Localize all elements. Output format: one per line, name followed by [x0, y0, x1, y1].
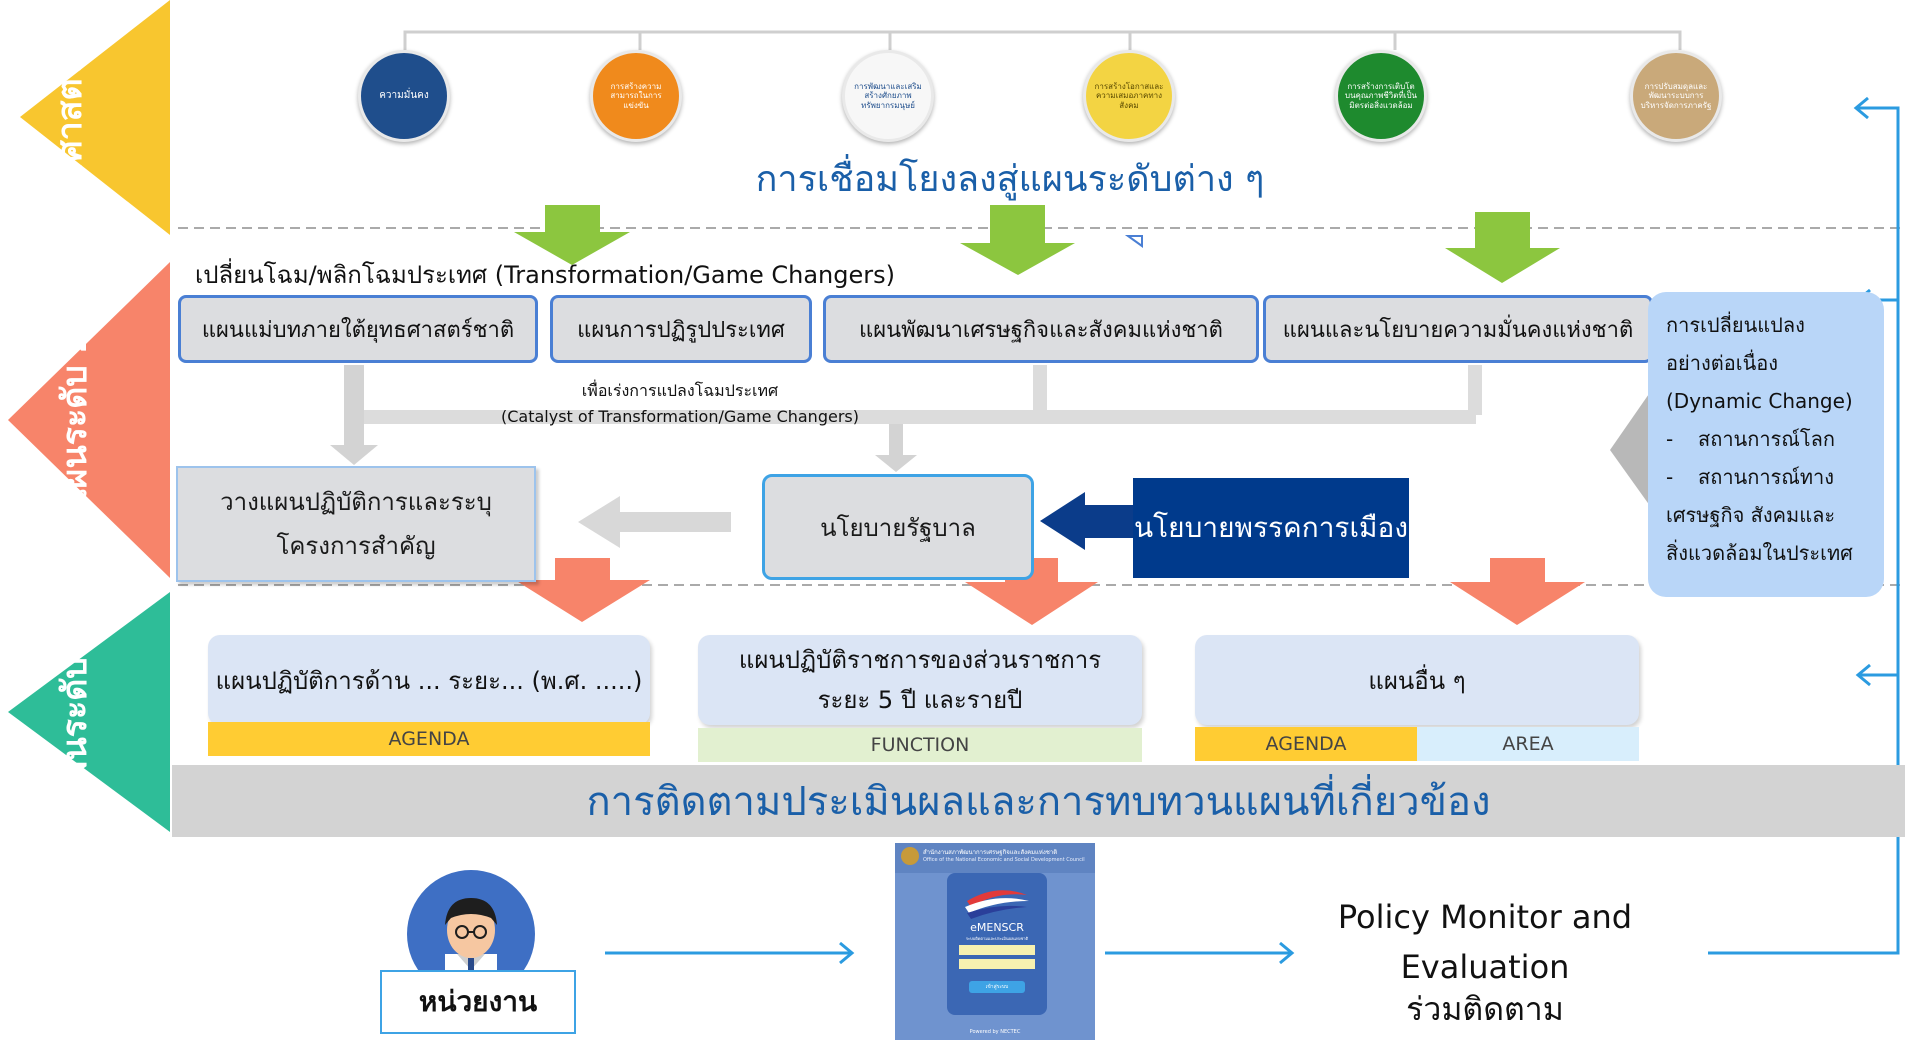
emenscr-screenshot[interactable]: สำนักงานสภาพัฒนาการเศรษฐกิจและสังคมแห่งช…: [895, 843, 1095, 1040]
salmon-arrow-1: [515, 558, 650, 622]
dynamic-pointer: [1610, 378, 1660, 520]
grey-connector-main: [330, 365, 378, 465]
agency-label-box[interactable]: หน่วยงาน: [380, 970, 576, 1034]
catalyst-note: เพื่อเร่งการแปลงโฉมประเทศ (Catalyst of T…: [501, 381, 859, 426]
person-icon: [445, 898, 497, 998]
strategy-icon-security[interactable]: ความมั่นคง: [358, 50, 450, 142]
dynamic-change-box: การเปลี่ยนแปลง อย่างต่อเนื่อง (Dynamic C…: [1648, 292, 1884, 597]
function-tag: FUNCTION: [698, 728, 1142, 762]
login-button[interactable]: เข้าสู่ระบบ: [969, 981, 1025, 993]
emenscr-header-en: Office of the National Economic and Soci…: [923, 857, 1085, 863]
area-tag: AREA: [1417, 727, 1639, 761]
emenscr-footer: Powered by NECTEC: [969, 1029, 1021, 1035]
strategy-icon-competitiveness[interactable]: การสร้างความสามารถในการแข่งขัน: [590, 50, 682, 142]
economic-social-plan-box[interactable]: แผนพัฒนาเศรษฐกิจและสังคมแห่งชาติ: [823, 295, 1259, 363]
green-arrow-3: [1445, 212, 1560, 283]
agenda-tag-2: AGENDA: [1195, 727, 1417, 761]
master-plan-box[interactable]: แผนแม่บทภายใต้ยุทธศาสตร์ชาติ: [178, 295, 538, 363]
top-connector: [403, 30, 1682, 50]
emenscr-header-thai: สำนักงานสภาพัฒนาการเศรษฐกิจและสังคมแห่งช…: [923, 849, 1058, 856]
strategy-icon-social-equality[interactable]: การสร้างโอกาสและความเสมอภาคทางสังคม: [1083, 50, 1175, 142]
grey-drop-security: [1468, 365, 1482, 415]
emenscr-logo-text: eMENSCR: [970, 921, 1024, 934]
party-policy-box[interactable]: นโยบายพรรคการเมือง: [1133, 478, 1409, 578]
emenscr-login-card: eMENSCR ระบบติดตามและประเมินผลแห่งชาติ เ…: [947, 873, 1047, 1015]
function-plan-box[interactable]: แผนปฏิบัติราชการของส่วนราชการ ระยะ 5 ปี …: [698, 635, 1142, 725]
emenscr-header: สำนักงานสภาพัฒนาการเศรษฐกิจและสังคมแห่งช…: [895, 843, 1095, 873]
level3-label: แผนระดับ 3: [55, 621, 95, 803]
nesdc-logo-icon: [901, 847, 919, 865]
strategy-icon-public-admin[interactable]: การปรับสมดุลและพัฒนาระบบการบริหารจัดการภ…: [1630, 50, 1722, 142]
green-arrow-1: [514, 205, 630, 265]
flow-arrow-1-head: [839, 941, 855, 965]
level2-tag: [8, 262, 170, 578]
policy-monitor-text: Policy Monitor and Evaluation ร่วมติดตาม: [1337, 898, 1633, 1028]
username-field[interactable]: [959, 945, 1035, 955]
feedback-arrowhead-3: [1855, 663, 1871, 687]
action-plan-box[interactable]: วางแผนปฏิบัติการและระบุ โครงการสำคัญ: [176, 466, 536, 582]
emenscr-subtitle: ระบบติดตามและประเมินผลแห่งชาติ: [965, 936, 1029, 941]
level1-label: ยุทธศาสตร์ชาติ: [50, 0, 90, 225]
other-plans-box[interactable]: แผนอื่น ๆ: [1195, 635, 1639, 725]
level3-tag: [8, 592, 170, 832]
salmon-arrow-3: [1450, 558, 1585, 625]
emenscr-logo-icon: [965, 890, 1029, 919]
small-marker: [1124, 235, 1143, 248]
password-field[interactable]: [959, 959, 1035, 969]
monitoring-banner: การติดตามประเมินผลและการทบทวนแผนที่เกี่ย…: [172, 765, 1905, 837]
level2-label: แผนระดับ 2: [55, 329, 95, 511]
green-arrow-2: [960, 205, 1075, 275]
agenda-tag-1: AGENDA: [208, 722, 650, 756]
feedback-arrowhead-1: [1853, 96, 1869, 120]
level1-tag: [20, 0, 170, 235]
salmon-arrow-2: [965, 558, 1098, 625]
party-arrow: [1040, 492, 1138, 550]
grey-drop-econ: [1033, 365, 1047, 415]
strategy-icon-green-growth[interactable]: การสร้างการเติบโตบนคุณภาพชีวิตที่เป็นมิต…: [1335, 50, 1427, 142]
government-policy-box[interactable]: นโยบายรัฐบาล: [762, 474, 1034, 580]
linkage-title: การเชื่อมโยงลงสู่แผนระดับต่าง ๆ: [755, 159, 1265, 200]
security-plan-box[interactable]: แผนและนโยบายความมั่นคงแห่งชาติ: [1263, 295, 1653, 363]
grey-horizontal-bar: [364, 410, 1476, 424]
grey-connector-gov: [875, 424, 917, 472]
flow-arrow-2-head: [1279, 941, 1295, 965]
transformation-heading: เปลี่ยนโฉม/พลิกโฉมประเทศ (Transformation…: [195, 261, 895, 289]
strategy-icon-human-capital[interactable]: การพัฒนาและเสริมสร้างศักยภาพทรัพยากรมนุษ…: [842, 50, 934, 142]
agenda-plan-box[interactable]: แผนปฏิบัติการด้าน ... ระยะ... (พ.ศ. ....…: [208, 635, 650, 725]
reform-plan-box[interactable]: แผนการปฏิรูปประเทศ: [550, 295, 812, 363]
grey-left-arrow: [578, 496, 731, 548]
